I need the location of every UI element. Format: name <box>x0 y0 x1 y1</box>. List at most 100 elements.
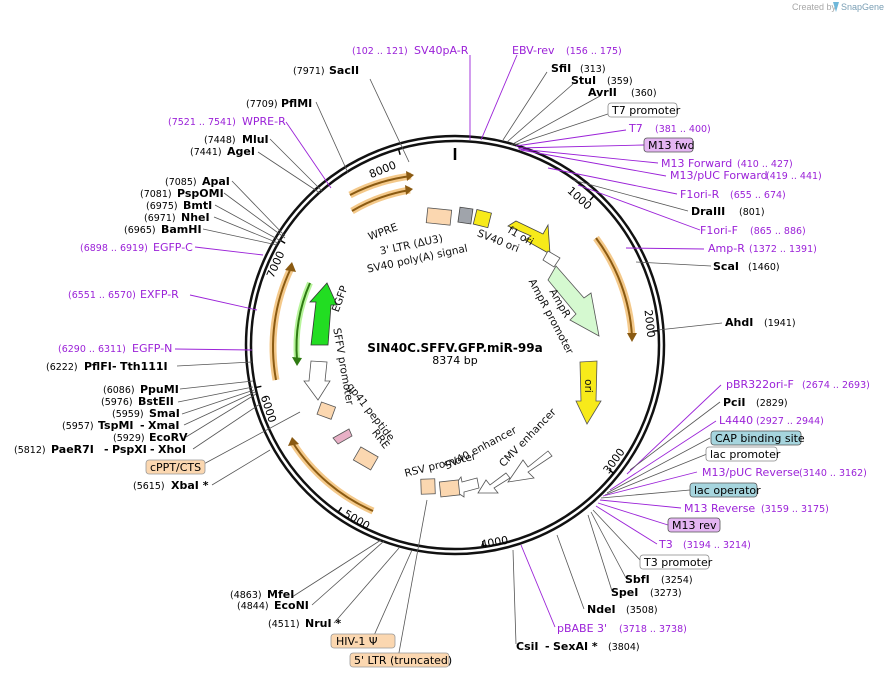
pos-bmti: (6975) <box>146 201 178 212</box>
site-egfp-n: EGFP-N <box>132 342 172 355</box>
pos-pcii: (2829) <box>756 398 788 409</box>
badge-t7-promoter <box>607 102 678 118</box>
pos-sfii: (313) <box>580 64 606 75</box>
site-bamhi: BamHI <box>161 223 202 236</box>
site-m13-forward: M13 Forward <box>661 157 732 170</box>
site-spei: SpeI <box>611 586 638 599</box>
site-f1ori-f: F1ori-F <box>700 224 738 237</box>
pos-t7: (381 .. 400) <box>655 124 711 135</box>
site-xmai: XmaI <box>148 419 179 432</box>
site-pflmi: PflMI <box>281 97 312 110</box>
outer-arc-5ltr <box>288 437 375 515</box>
badge-m13-fwd <box>643 137 694 153</box>
site-xbai: XbaI * <box>171 479 209 492</box>
feature-box-polya <box>457 206 474 225</box>
feature-arrow-ori <box>575 360 602 425</box>
site-ecorv: EcoRV <box>149 431 188 444</box>
tick-mark-6000 <box>255 385 262 389</box>
plasmid-name: SIN40C.SFFV.GFP.miR-99a <box>367 341 542 355</box>
site-sfii: SfiI <box>551 62 571 75</box>
site-m13-fwd: M13 fwd <box>648 139 695 152</box>
site-econi: EcoNI <box>274 599 309 612</box>
site-cppt: cPPT/CTS <box>150 461 201 474</box>
site-pbr322: pBR322ori-F <box>726 378 794 391</box>
feature-arrow-sffv <box>303 360 331 401</box>
pos-t3: (3194 .. 3214) <box>683 540 751 551</box>
pos-spei: (3273) <box>650 588 682 599</box>
site-cap: CAP binding site <box>715 432 805 445</box>
site-sexai: SexAI * <box>553 640 598 653</box>
pos-nhei: (6971) <box>144 213 176 224</box>
badge-cppt <box>145 459 206 475</box>
feature-arrow-sv40enh <box>477 472 511 494</box>
site-tspmi: TspMI <box>98 419 134 432</box>
feature-box-rre <box>352 446 379 471</box>
site-m13puc-rev: M13/pUC Reverse <box>702 466 800 479</box>
site-sv40pa-r: SV40pA-R <box>414 44 469 57</box>
outer-arc-ltr3 <box>350 185 413 215</box>
site-smai: SmaI <box>149 407 180 420</box>
badge-ltr5 <box>349 652 450 668</box>
label-sffv: SFFV promoter <box>330 327 355 407</box>
snapgene-logo-icon <box>833 2 839 12</box>
site-hiv1: HIV-1 Ψ <box>336 635 378 648</box>
pos-draiii: (801) <box>739 207 765 218</box>
site-stui: StuI <box>571 74 596 87</box>
site-tth111i-sep: - <box>112 360 117 373</box>
leader-lines <box>174 54 723 659</box>
plasmid-size: 8374 bp <box>432 354 477 367</box>
site-egfp-c: EGFP-C <box>153 241 193 254</box>
site-mlui: MluI <box>242 133 269 146</box>
site-pflfi: PflFI <box>84 360 112 373</box>
site-nhei: NheI <box>181 211 210 224</box>
feature-box-ampr-promoter <box>542 250 561 268</box>
site-draiii: DraIII <box>691 205 725 218</box>
badge-hiv1 <box>330 633 396 649</box>
site-t7-promoter: T7 promoter <box>611 104 681 117</box>
inner-arc-egfp <box>292 281 313 366</box>
site-csii: CsiI <box>516 640 538 653</box>
site-agei: AgeI <box>227 145 255 158</box>
pos-pflmi: (7709) <box>246 99 278 110</box>
pos-m13-reverse: (3159 .. 3175) <box>761 504 829 515</box>
site-bmti: BmtI <box>183 199 212 212</box>
site-paer7i: PaeR7I <box>51 443 94 456</box>
site-sexai-sep: - <box>545 640 550 653</box>
site-pspomi: PspOMI <box>177 187 224 200</box>
feature-box-gp41 <box>332 428 353 445</box>
label-ori: ori <box>582 379 594 393</box>
brand-text: SnapGene <box>841 2 884 12</box>
pos-ebv-rev: (156 .. 175) <box>566 46 622 57</box>
feature-box-hiv1 <box>438 479 461 498</box>
site-ppumi: PpuMI <box>140 383 179 396</box>
pos-m13puc-fwd: (419 .. 441) <box>766 171 822 182</box>
badge-lac-promoter <box>705 446 778 462</box>
site-sacii: SacII <box>329 64 359 77</box>
site-xmai-sep: - <box>140 419 145 432</box>
pos-egfp-c: (6898 .. 6919) <box>80 243 148 254</box>
pos-egfp-n: (6290 .. 6311) <box>58 344 126 355</box>
pos-exfp-r: (6551 .. 6570) <box>68 290 136 301</box>
site-exfp-r: EXFP-R <box>140 288 179 301</box>
pos-bsteii: (5976) <box>101 397 133 408</box>
left-labels: (7971) SacII (7709) PflMI (7521 .. 7541)… <box>14 64 359 492</box>
outer-arc-ampr <box>593 235 637 342</box>
pos-ppumi: (6086) <box>103 385 135 396</box>
backbone-outer-ring <box>244 134 666 556</box>
site-pcii: PciI <box>723 396 745 409</box>
tick-mark-8000 <box>397 148 401 155</box>
pos-ahdi: (1941) <box>764 318 796 329</box>
pos-pbr322: (2674 .. 2693) <box>802 380 870 391</box>
feature-arrow-egfp <box>309 282 338 346</box>
tick-mark-3000 <box>608 468 615 474</box>
site-ndei: NdeI <box>587 603 616 616</box>
site-f1ori-r: F1ori-R <box>680 188 720 201</box>
site-ebv-rev: EBV-rev <box>512 44 555 57</box>
pos-f1ori-r: (655 .. 674) <box>730 190 786 201</box>
site-pspxi-sep: - <box>104 443 109 456</box>
site-xhoi-sep: - <box>150 443 155 456</box>
site-pbabe3: pBABE 3' <box>557 622 607 635</box>
pos-avrii: (360) <box>631 88 657 99</box>
pos-mfei: (4863) <box>230 590 262 601</box>
